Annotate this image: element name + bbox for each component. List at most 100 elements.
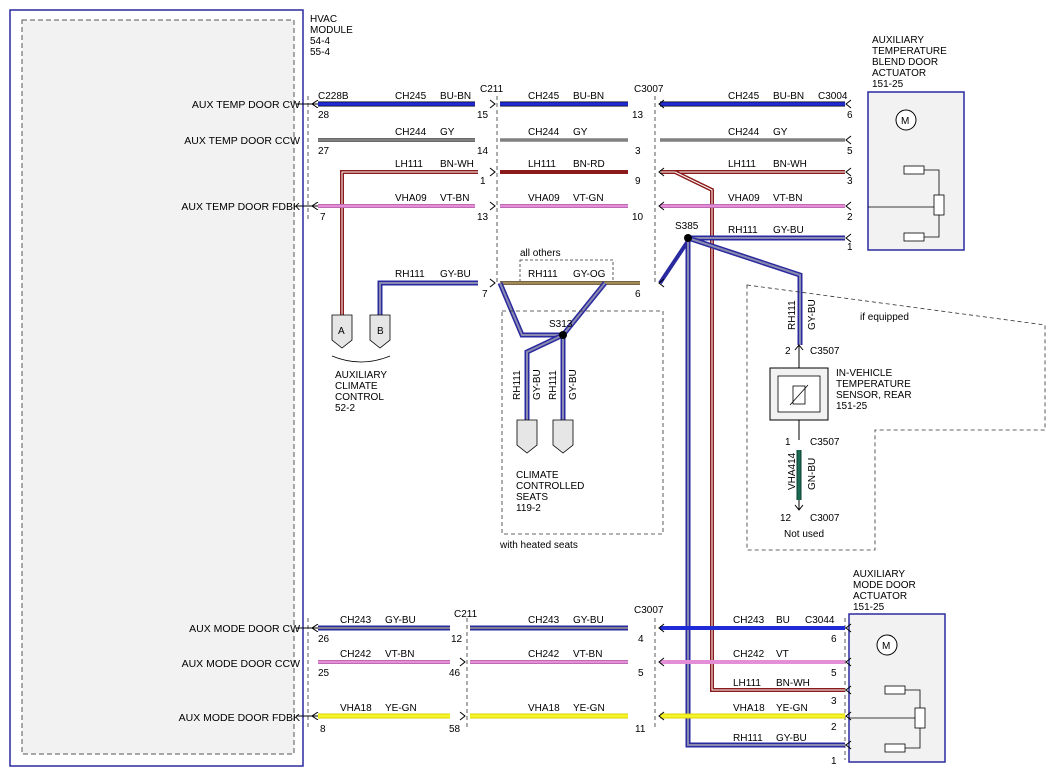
c211-label: C211 [454, 609, 478, 620]
wire-label: VT-BN [440, 193, 469, 204]
pin-label: 46 [449, 668, 461, 679]
c211-label: C211 [480, 84, 504, 95]
pin-label: 7 [482, 289, 488, 300]
wire-label: GY-BU [776, 733, 807, 744]
wire-label: GY-OG [573, 269, 606, 280]
terminal-arrows [459, 99, 852, 750]
pin-label: 11 [635, 724, 646, 735]
mode-actuator-label: ACTUATOR [853, 591, 907, 602]
c228b-label: C228B [318, 91, 349, 102]
c3007-label: C3007 [810, 513, 840, 524]
wire-lh111-bottom-label: LH111 BN-WH [733, 678, 810, 689]
splice-s313: S313 with heated seats RH111 GY-BU RH111… [497, 281, 664, 551]
signal-aux-temp-cw: AUX TEMP DOOR CW [192, 99, 300, 111]
wire-label: VHA18 [733, 703, 765, 714]
wire-label: CH244 [528, 127, 560, 138]
note-all-others: all others [520, 248, 561, 259]
hvac-module: HVAC MODULE 54-4 55-4 [9, 9, 353, 767]
pin-label: 8 [320, 724, 326, 735]
hvac-title-line: MODULE [310, 25, 353, 36]
signal-aux-mode-fdbk: AUX MODE DOOR FDBK [179, 712, 300, 724]
wire-label: RH111 [395, 269, 425, 280]
pin-label: 3 [831, 696, 837, 707]
pin-label: 6 [831, 634, 837, 645]
wire-label: VHA18 [340, 703, 372, 714]
wire-label: GN-BU [807, 458, 818, 490]
wire-label: LH111 [528, 159, 556, 170]
connector-a-label: A [338, 326, 345, 337]
wire-label: BN-RD [573, 159, 605, 170]
mode-actuator-label: AUXILIARY [853, 569, 905, 580]
wire-label: GY [573, 127, 588, 138]
blend-actuator-label: TEMPERATURE [872, 46, 947, 57]
wire-label: RH111 [528, 269, 558, 280]
wire-rh111-gyog: all others RH111 GY-OG RH111 GY-BU [377, 236, 692, 315]
note-if-equipped: if equipped [860, 312, 909, 323]
signal-aux-temp-fdbk: AUX TEMP DOOR FDBK [181, 201, 300, 213]
note-not-used: Not used [784, 529, 824, 540]
c3004-label: C3004 [818, 91, 848, 102]
wire-label: GY [773, 127, 788, 138]
wire-label: BU [776, 615, 790, 626]
wire-label: BN-WH [440, 159, 474, 170]
pin-label: 58 [449, 724, 461, 735]
wire-label: CH243 [340, 615, 372, 626]
mode-door-actuator: AUXILIARY MODE DOOR ACTUATOR 151-25 M [848, 569, 946, 763]
seats-label: SEATS [516, 492, 548, 503]
pin-label: 14 [477, 146, 489, 157]
wire-label: GY-BU [532, 369, 543, 400]
wire-lh111: LH111 BN-WH LH111 BN-RD LH111 BN-WH [340, 159, 845, 692]
pin-label: 13 [477, 212, 489, 223]
pin-label: 1 [785, 437, 791, 448]
c3007-label: C3007 [634, 84, 664, 95]
wire-ch245: CH245 BU-BN CH245 BU-BN CH245 BU-BN [296, 91, 845, 104]
sensor-label: TEMPERATURE [836, 379, 911, 390]
c3007-label: C3007 [634, 605, 664, 616]
hvac-title-line: HVAC [310, 14, 337, 25]
wire-label: YE-GN [385, 703, 417, 714]
climate-control-label: AUXILIARY [335, 370, 387, 381]
pin-label: 9 [635, 176, 641, 187]
wire-label: RH111 [548, 370, 559, 400]
wire-label: VT-BN [573, 649, 602, 660]
wire-vha18: VHA18 YE-GN VHA18 YE-GN VHA18 YE-GN [296, 703, 845, 716]
pin-label: 2 [785, 346, 791, 357]
pin-label: 2 [831, 722, 837, 733]
pin-label: 12 [451, 634, 463, 645]
connector-boundaries [307, 96, 846, 760]
signal-aux-temp-ccw: AUX TEMP DOOR CCW [184, 135, 300, 147]
pin-label: 12 [780, 513, 792, 524]
wire-label: CH244 [395, 127, 427, 138]
wire-label: VT [776, 649, 789, 660]
pin-numbers: 28 27 7 26 25 8 15 14 1 13 7 13 3 9 10 6… [318, 110, 853, 767]
wire-label: VT-BN [385, 649, 414, 660]
pin-label: 26 [318, 634, 330, 645]
wire-label: VT-BN [773, 193, 802, 204]
wire-label: CH243 [733, 615, 765, 626]
wire-label: GY-BU [568, 369, 579, 400]
note-heated-seats: with heated seats [499, 540, 578, 551]
climate-control-label: CONTROL [335, 392, 384, 403]
pin-label: 15 [477, 110, 489, 121]
wire-label: VHA09 [728, 193, 760, 204]
wire-label: VHA09 [395, 193, 427, 204]
wire-label: BU-BN [573, 91, 604, 102]
pin-label: 4 [638, 634, 644, 645]
blend-door-actuator: AUXILIARY TEMPERATURE BLEND DOOR ACTUATO… [867, 35, 965, 251]
pin-label: 6 [847, 110, 853, 121]
blend-actuator-label: 151-25 [872, 79, 904, 90]
sensor-label: IN-VEHICLE [836, 368, 892, 379]
wire-label: CH245 [528, 91, 560, 102]
wire-label: LH111 [395, 159, 423, 170]
signal-aux-mode-ccw: AUX MODE DOOR CCW [182, 658, 301, 670]
wire-label: GY [440, 127, 455, 138]
wire-label: GY-BU [440, 269, 471, 280]
aux-climate-control: A B AUXILIARY CLIMATE CONTROL 52-2 [331, 314, 391, 414]
wire-label: BU-BN [773, 91, 804, 102]
pin-label: 5 [847, 146, 853, 157]
wire-label: LH111 [733, 678, 761, 689]
motor-symbol: M [882, 641, 890, 652]
pin-label: 27 [318, 146, 330, 157]
wire-label: YE-GN [776, 703, 808, 714]
